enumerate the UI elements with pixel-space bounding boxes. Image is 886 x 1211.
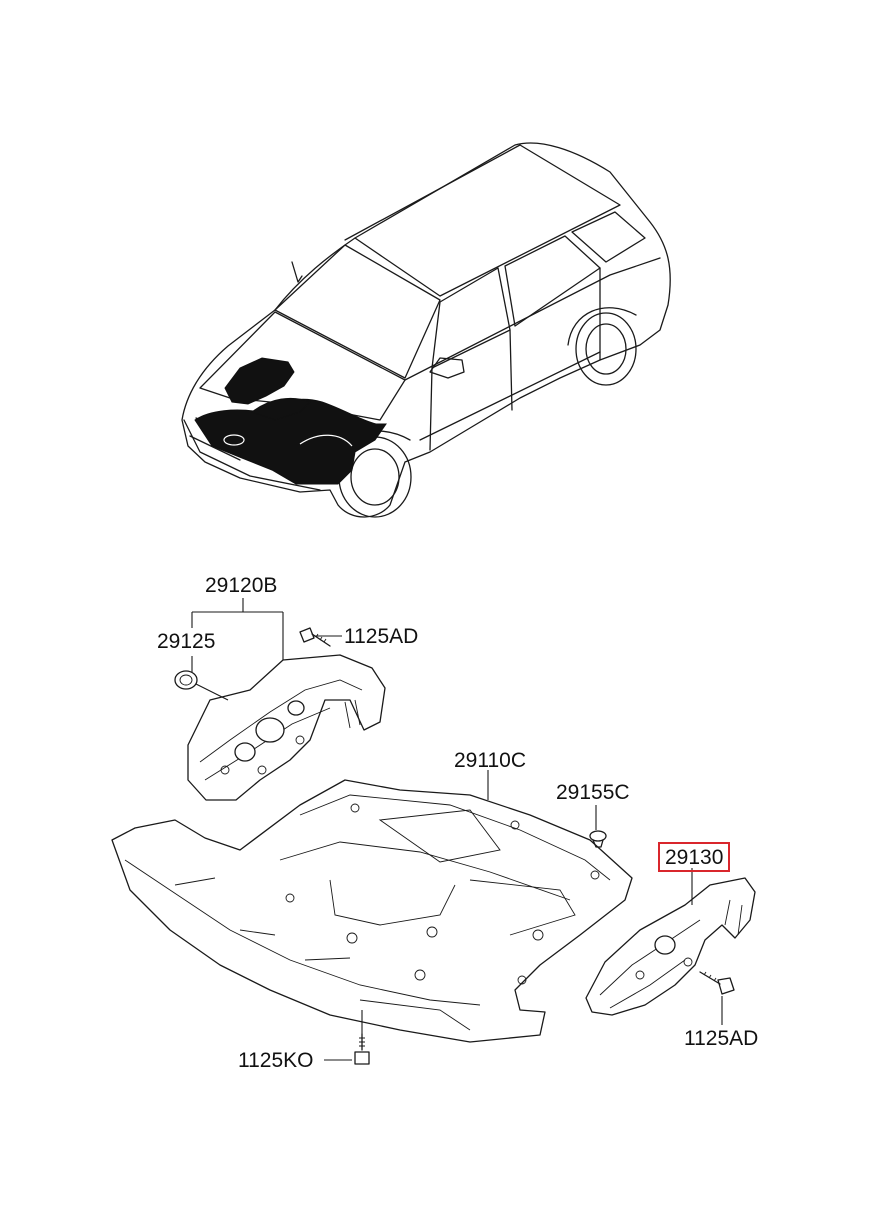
label-29120B[interactable]: 29120B <box>205 574 278 597</box>
car-rear-window <box>504 235 601 327</box>
car-roof <box>344 144 621 297</box>
car-sill-line <box>419 351 601 441</box>
bolt-1125AD-bottom-drawing <box>699 971 735 995</box>
car-belt-line <box>404 257 661 381</box>
shaded-undercover-upper <box>224 357 295 405</box>
label-29130-highlighted[interactable]: 29130 <box>658 842 731 872</box>
bolt-1125AD-top-drawing <box>299 627 331 647</box>
car-quarter-window <box>571 211 646 263</box>
label-1125AD-bottom[interactable]: 1125AD <box>684 1027 759 1050</box>
label-29155C[interactable]: 29155C <box>556 781 630 804</box>
part-29155C-drawing <box>589 830 607 848</box>
part-29120B-drawing <box>187 654 386 801</box>
car-rear-wheel <box>575 312 637 386</box>
leader-lines <box>191 598 723 1061</box>
car-windshield <box>274 244 441 379</box>
car-front-window <box>431 267 511 369</box>
part-29125-drawing <box>174 670 198 690</box>
car-front-bumper <box>183 419 321 491</box>
label-1125KO[interactable]: 1125KO <box>238 1049 314 1072</box>
label-29110C[interactable]: 29110C <box>454 749 527 772</box>
bolt-1125KO-drawing <box>354 1033 370 1065</box>
label-1125AD-top[interactable]: 1125AD <box>344 625 419 648</box>
part-29130-drawing <box>585 877 756 1016</box>
car-side-mirror <box>429 357 465 379</box>
label-29125[interactable]: 29125 <box>157 630 216 653</box>
vehicle-illustration <box>181 142 671 518</box>
shaded-undercover-front <box>194 398 387 485</box>
part-29110C-drawing <box>111 779 633 1043</box>
